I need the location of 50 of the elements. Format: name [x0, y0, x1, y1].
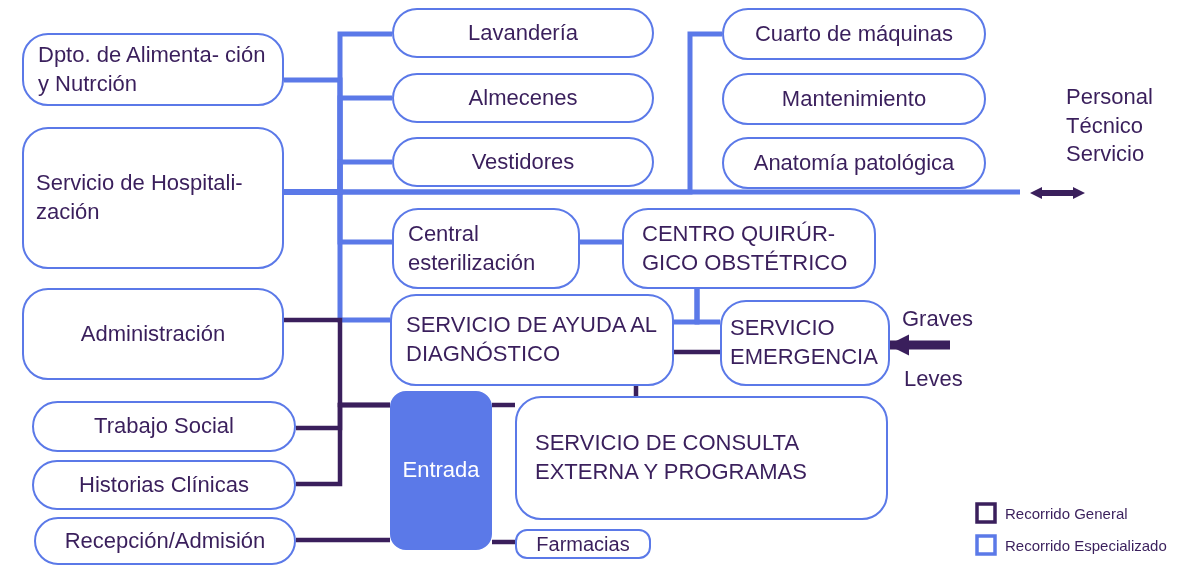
- node-text: Almecenes: [468, 83, 578, 112]
- node-text: CENTRO QUIRÚR- GICO OBSTÉTRICO: [642, 219, 849, 277]
- service-box: [622, 208, 876, 289]
- triage-label: Leves: [904, 366, 963, 392]
- service-box: [34, 517, 296, 565]
- legend-text: Recorrido Especializado: [1005, 536, 1167, 554]
- node-text: Central esterilización: [408, 219, 537, 277]
- service-box: [515, 529, 651, 559]
- service-box: [22, 127, 284, 269]
- node-text: Recepción/Admisión: [64, 526, 266, 555]
- service-box: [392, 8, 654, 58]
- connector-line: [296, 537, 390, 543]
- service-box: [392, 73, 654, 123]
- service-box: [32, 401, 296, 452]
- node-text: Vestidores: [471, 147, 575, 176]
- staff-label: Personal Técnico Servicio: [1060, 76, 1180, 176]
- node-text: Entrada: [402, 456, 480, 485]
- node-text: Servicio de Hospitali- zación: [36, 169, 244, 226]
- service-box: [22, 33, 284, 106]
- node-text: SERVICIO EMERGENCIA: [730, 314, 879, 371]
- service-box: [392, 137, 654, 187]
- service-box: [722, 73, 986, 125]
- triage-label: Graves: [902, 306, 973, 332]
- entrance-box: [390, 391, 492, 550]
- node-text: Administración: [80, 319, 226, 348]
- service-box: [392, 208, 580, 289]
- connector-line: [674, 349, 720, 355]
- service-box: [32, 460, 296, 510]
- node-text: SERVICIO DE CONSULTA EXTERNA Y PROGRAMAS: [535, 429, 808, 486]
- node-text: Cuarto de máquinas: [754, 19, 954, 48]
- connector-line: [492, 402, 515, 408]
- node-text: Anatomía patológica: [753, 148, 955, 177]
- node-text: Trabajo Social: [94, 412, 234, 441]
- node-text: Lavandería: [467, 18, 579, 47]
- connector-line: [580, 239, 622, 245]
- service-box: [722, 8, 986, 60]
- service-box: [515, 396, 888, 520]
- service-box: [22, 288, 284, 380]
- service-box: [390, 294, 674, 386]
- connector-line: [296, 402, 390, 487]
- connector-line: [694, 289, 720, 325]
- node-text: Mantenimiento: [781, 84, 927, 113]
- node-text: Farmacias: [536, 532, 630, 557]
- node-text: Historias Clínicas: [79, 470, 249, 499]
- node-text: SERVICIO DE AYUDA AL DIAGNÓSTICO: [406, 311, 658, 368]
- service-box: [720, 300, 890, 386]
- service-box: [722, 137, 986, 189]
- node-text: Dpto. de Alimenta- ción y Nutrción: [38, 40, 267, 98]
- connector-line: [492, 539, 515, 545]
- legend-text: Recorrido General: [1005, 504, 1128, 522]
